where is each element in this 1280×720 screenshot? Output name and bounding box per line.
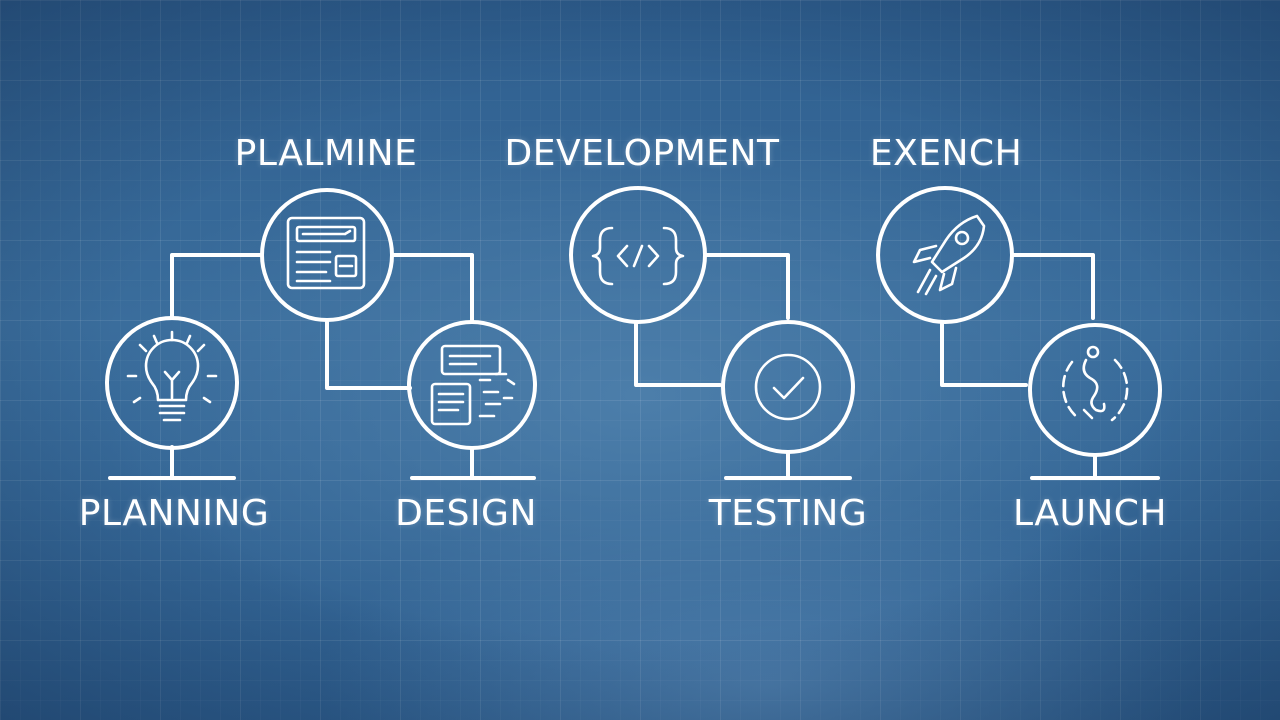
stand-planning [108,445,236,480]
connector-exench-launch [940,253,1095,387]
node-testing [721,320,855,454]
node-launch [1028,323,1162,457]
node-exench [876,186,1014,324]
checkmark-icon [754,353,822,421]
label-exench: EXENCH [869,133,1023,174]
stand-testing [724,450,852,480]
connector-planning-plalmine [170,253,264,320]
connector-development-testing [634,253,790,387]
lightbulb-icon [126,330,218,422]
label-design: DESIGN [395,493,537,534]
label-plalmine: PLALMINE [234,133,418,174]
node-plalmine [260,188,394,322]
connector-plalmine-design [325,253,474,390]
code-brackets-icon [591,226,685,286]
label-launch: LAUNCH [1013,493,1167,534]
stand-launch [1030,453,1160,480]
node-design [407,320,537,450]
refresh-cycle-icon [1061,345,1129,422]
document-layout-icon [286,216,366,290]
design-wireframe-icon [430,344,516,426]
node-planning [105,316,239,450]
stand-design [410,446,536,480]
node-development [569,186,707,324]
label-development: DEVELOPMENT [504,133,780,174]
rocket-icon [912,214,986,296]
label-testing: TESTING [708,493,868,534]
label-planning: PLANNING [78,493,270,534]
